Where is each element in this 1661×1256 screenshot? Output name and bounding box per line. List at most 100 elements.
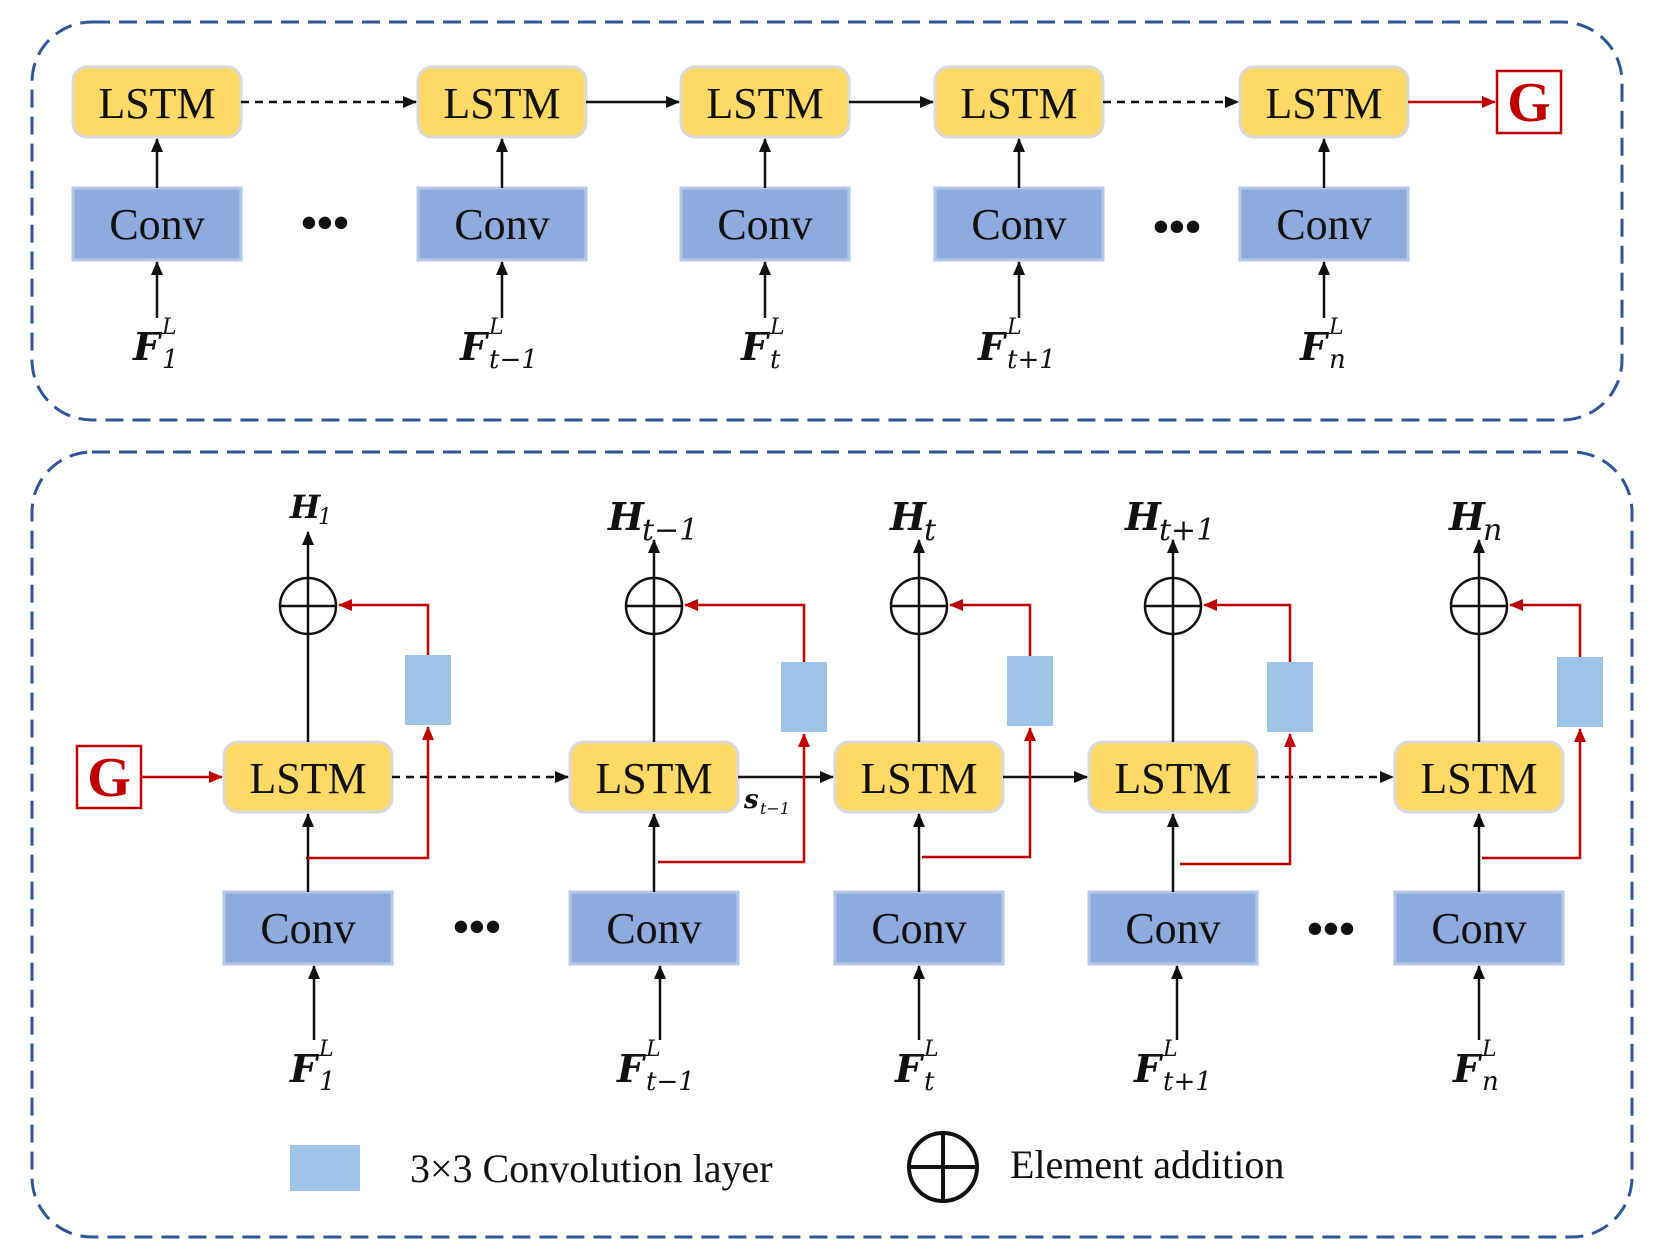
- svg-text:F: F: [132, 324, 163, 369]
- svg-text:t: t: [924, 513, 937, 548]
- legend-conv-label: 3×3 Convolution layer: [410, 1146, 773, 1191]
- bottom-conv-5: Conv: [1393, 890, 1565, 966]
- top-conv-5-label: Conv: [1276, 200, 1371, 249]
- svg-text:s: s: [743, 785, 759, 815]
- top-lstm-3: LSTM: [679, 65, 851, 139]
- bottom-conv-2-label: Conv: [606, 904, 701, 953]
- top-conv-3-label: Conv: [717, 200, 812, 249]
- svg-text:t+1: t+1: [1007, 345, 1056, 375]
- bottom-input-3: F L t: [894, 1037, 939, 1097]
- svg-text:H: H: [1448, 494, 1486, 539]
- bottom-ellipsis-1: •••: [453, 901, 501, 952]
- svg-text:t−1: t−1: [642, 513, 698, 548]
- svg-text:t−1: t−1: [646, 1067, 695, 1097]
- svg-text:1: 1: [162, 345, 179, 375]
- bottom-output-4: H t+1: [1124, 494, 1215, 548]
- bottom-conv-1-label: Conv: [260, 904, 355, 953]
- bottom-conv-3-label: Conv: [871, 904, 966, 953]
- bottom-panel-border: [30, 450, 1634, 1239]
- top-lstm-5-label: LSTM: [1265, 79, 1382, 128]
- bottom-ellipsis-2: •••: [1307, 903, 1355, 954]
- bottom-conv-4-label: Conv: [1125, 904, 1220, 953]
- svg-text:F: F: [616, 1046, 647, 1091]
- svg-text:H: H: [889, 494, 927, 539]
- top-conv-4: Conv: [933, 186, 1105, 262]
- red-skip-add-4: [1203, 599, 1292, 662]
- red-skip-up-1: [306, 726, 434, 860]
- svg-text:F: F: [977, 324, 1008, 369]
- red-skip-add-5: [1509, 599, 1582, 657]
- svg-text:F: F: [740, 324, 771, 369]
- red-skip-up-3: [922, 727, 1036, 859]
- top-lstm-1-label: LSTM: [98, 79, 215, 128]
- bottom-g-label: G: [87, 747, 131, 809]
- bottom-lstm-2: LSTM: [568, 740, 740, 814]
- svg-text:H: H: [607, 494, 645, 539]
- red-skip-up-5: [1482, 728, 1586, 860]
- bottom-lstm-5: LSTM: [1393, 740, 1565, 814]
- bottom-g-input: G: [75, 744, 143, 810]
- bottom-input-2: F L t−1: [616, 1037, 695, 1097]
- bottom-lstm-4: LSTM: [1087, 740, 1259, 814]
- small-conv-2: [781, 662, 827, 732]
- top-conv-1-label: Conv: [109, 200, 204, 249]
- bottom-conv-2: Conv: [568, 890, 740, 966]
- top-conv-2-label: Conv: [454, 200, 549, 249]
- red-skip-add-1: [338, 599, 430, 655]
- top-input-1: F L 1: [132, 315, 179, 375]
- red-skip-up-2: [658, 733, 810, 864]
- svg-text:t: t: [770, 345, 781, 375]
- svg-text:t+1: t+1: [1159, 513, 1215, 548]
- legend-addition-label: Element addition: [1010, 1142, 1284, 1187]
- bottom-conv-5-label: Conv: [1431, 904, 1526, 953]
- oplus-icon: [1143, 576, 1203, 636]
- oplus-icon: [624, 576, 684, 636]
- top-panel-border: [30, 20, 1624, 422]
- top-g-label: G: [1507, 72, 1551, 134]
- svg-text:t−1: t−1: [489, 345, 538, 375]
- svg-text:t: t: [924, 1067, 935, 1097]
- bottom-input-5: F L n: [1452, 1037, 1499, 1097]
- top-input-2: F L t−1: [459, 315, 538, 375]
- bottom-conv-1: Conv: [222, 890, 394, 966]
- oplus-icon: [889, 576, 949, 636]
- svg-text:1: 1: [318, 505, 332, 530]
- top-input-5: F L n: [1299, 315, 1346, 375]
- bottom-input-4: F L t+1: [1133, 1037, 1212, 1097]
- bottom-conv-3: Conv: [833, 890, 1005, 966]
- svg-text:L: L: [161, 315, 177, 340]
- top-input-4: F L t+1: [977, 315, 1056, 375]
- top-lstm-5: LSTM: [1238, 65, 1410, 139]
- top-panel: LSTM LSTM LSTM LSTM LSTM G: [71, 65, 1563, 375]
- svg-text:H: H: [1124, 494, 1162, 539]
- legend: 3×3 Convolution layer Element addition: [290, 1131, 1284, 1203]
- red-skip-up-4: [1180, 733, 1296, 866]
- svg-text:L: L: [1162, 1037, 1178, 1062]
- svg-text:L: L: [1481, 1037, 1497, 1062]
- legend-conv-swatch: [290, 1145, 360, 1191]
- top-lstm-3-label: LSTM: [706, 79, 823, 128]
- top-ellipsis-2: •••: [1153, 201, 1201, 252]
- bottom-lstm-3: LSTM: [833, 740, 1005, 814]
- top-lstm-4-label: LSTM: [960, 79, 1077, 128]
- svg-text:n: n: [1329, 345, 1346, 375]
- small-conv-1: [405, 655, 451, 725]
- svg-text:F: F: [459, 324, 490, 369]
- top-conv-1: Conv: [71, 186, 243, 262]
- top-lstm-2-label: LSTM: [443, 79, 560, 128]
- svg-text:L: L: [1006, 315, 1022, 340]
- svg-text:n: n: [1482, 1067, 1499, 1097]
- top-conv-5: Conv: [1238, 186, 1410, 262]
- svg-text:F: F: [289, 1046, 320, 1091]
- bottom-output-5: H n: [1448, 494, 1502, 548]
- small-conv-3: [1007, 656, 1053, 726]
- svg-text:F: F: [1452, 1046, 1483, 1091]
- bottom-lstm-2-label: LSTM: [595, 754, 712, 803]
- bottom-lstm-1: LSTM: [222, 740, 394, 814]
- top-ellipsis-1: •••: [301, 197, 349, 248]
- red-skip-add-3: [949, 599, 1032, 656]
- svg-text:H: H: [289, 488, 322, 526]
- oplus-icon: [1449, 576, 1509, 636]
- top-conv-4-label: Conv: [971, 200, 1066, 249]
